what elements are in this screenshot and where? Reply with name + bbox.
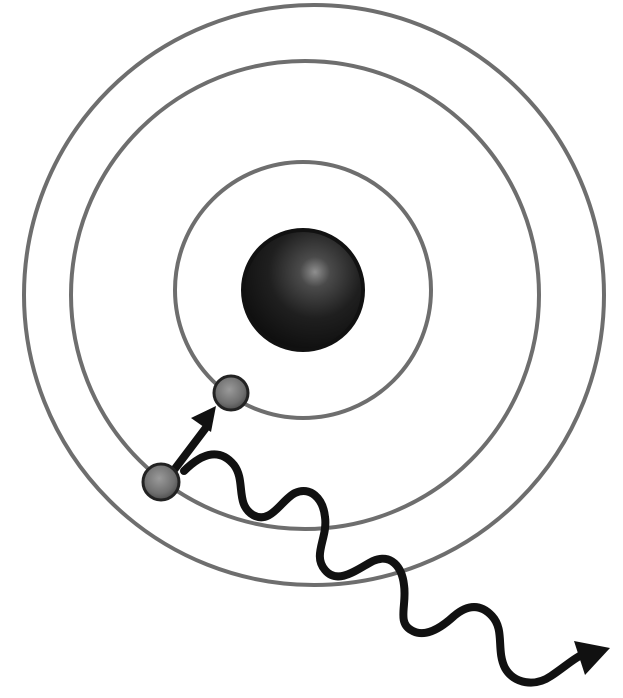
nucleus [243,230,363,350]
electron-middle-orbit [143,464,179,500]
electron-inner-orbit [214,376,248,410]
